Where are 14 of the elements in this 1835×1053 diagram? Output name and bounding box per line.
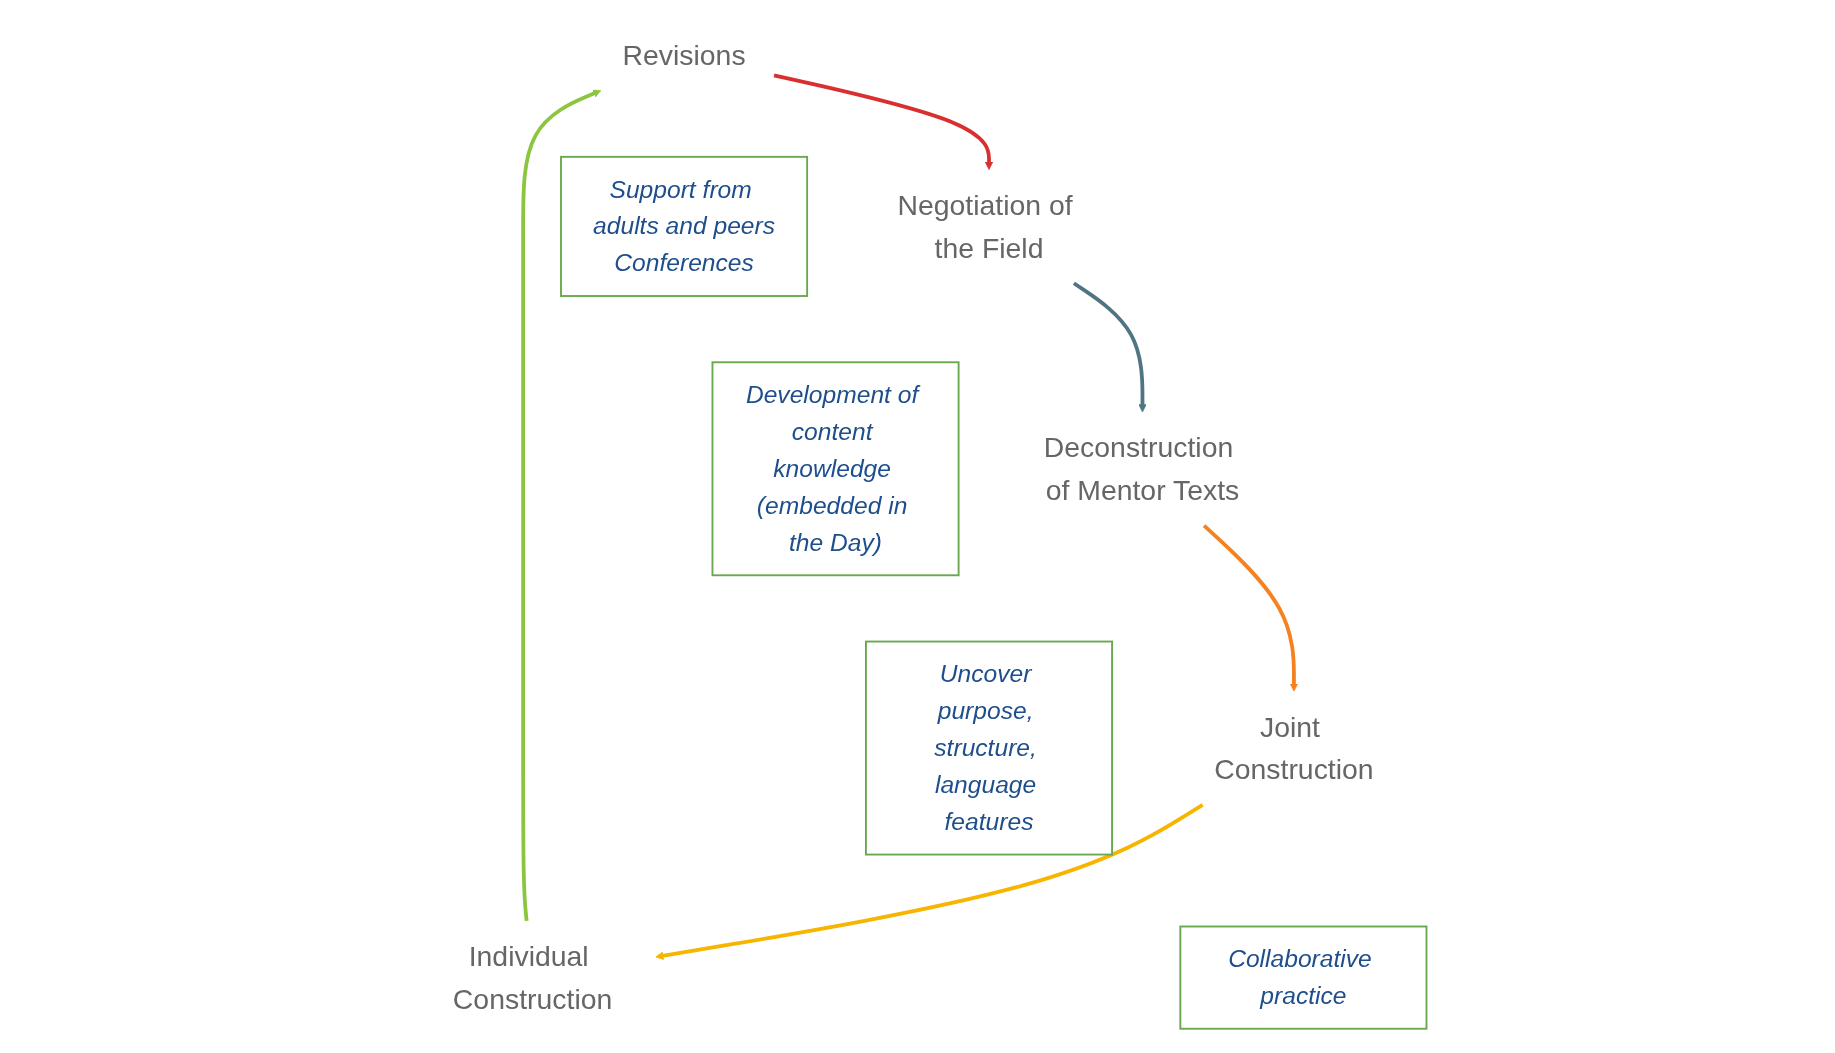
node-text: Individual Construction [452, 940, 612, 1015]
node-box: Collaborative practice [1178, 925, 1427, 1030]
node-text: Joint Construction [1213, 710, 1374, 785]
node-text: Negotiation of the Field [896, 189, 1073, 263]
node-text: Revisions [622, 38, 746, 71]
arrow [1202, 523, 1298, 692]
arrow [1072, 281, 1147, 412]
arrow [773, 72, 993, 170]
node-box: Uncover purpose, structure, language features [864, 640, 1113, 855]
arrow [654, 802, 1204, 960]
arrow [520, 89, 601, 921]
node-box: Development of content knowledge (embedded in the Day) [711, 360, 960, 576]
node-text: Deconstruction of Mentor Texts [1043, 431, 1239, 506]
node-box: Support from adults and peers Conferences [559, 155, 808, 297]
